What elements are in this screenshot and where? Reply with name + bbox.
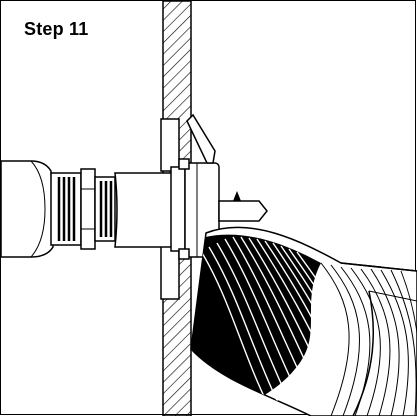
threaded-fitting [50, 168, 116, 250]
wall-recess-top [160, 118, 180, 172]
outlet-pin [218, 191, 268, 222]
release-lever [186, 113, 216, 164]
coupling-body [114, 158, 220, 260]
left-hose [1, 160, 54, 258]
lock-nut [80, 168, 96, 250]
flex-vent-hose [190, 226, 417, 416]
step-title: Step 11 [24, 19, 89, 39]
